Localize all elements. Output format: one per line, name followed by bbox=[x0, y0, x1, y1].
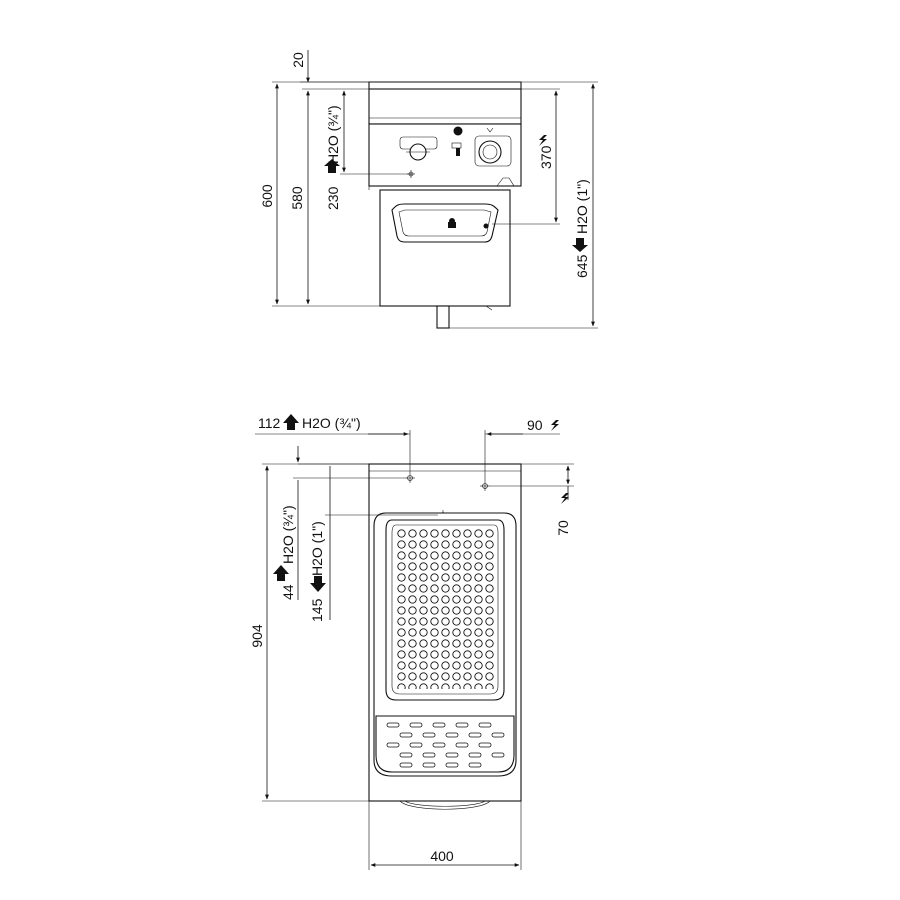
drip-plate-slots bbox=[386, 722, 505, 768]
dim-electric-x: 90 bbox=[527, 417, 543, 433]
water-inlet-marker bbox=[405, 473, 415, 483]
dim-drain-height: 645 bbox=[574, 254, 590, 278]
dim-water-inlet-x: 112 bbox=[258, 415, 281, 431]
dim-width: 400 bbox=[430, 848, 454, 864]
arrow-up-icon bbox=[283, 414, 299, 430]
arrow-up-icon bbox=[324, 159, 340, 173]
top-water-inlet-depth-label: H2O (¾") bbox=[280, 505, 296, 564]
arrow-down-icon bbox=[572, 238, 588, 252]
arrow-up-icon bbox=[273, 565, 289, 581]
dim-electric-depth: 70 bbox=[555, 520, 571, 536]
basket-handle bbox=[391, 203, 499, 243]
dim-depth: 904 bbox=[249, 624, 265, 648]
indicator-light bbox=[453, 126, 463, 136]
electric-marker bbox=[480, 481, 490, 491]
dim-water-inlet-depth: 44 bbox=[280, 584, 296, 600]
dim-total-height: 600 bbox=[259, 184, 275, 208]
drain-pipe bbox=[436, 305, 450, 329]
top-drain-depth-label: H2O (1") bbox=[309, 521, 325, 576]
dim-electric-height: 370 bbox=[538, 145, 554, 169]
arrow-down-icon bbox=[310, 576, 326, 592]
dim-water-inlet-height: 230 bbox=[325, 186, 341, 210]
thermostat-bezel bbox=[474, 135, 512, 167]
worktop-edge bbox=[368, 81, 522, 90]
worktop-rim bbox=[368, 88, 522, 125]
dim-worktop-height: 580 bbox=[289, 186, 305, 210]
top-water-inlet-label: H2O (¾") bbox=[302, 415, 361, 431]
thermometer-icon bbox=[486, 127, 494, 133]
thermostat-knob bbox=[478, 140, 502, 164]
front-view: 20 600 580 230 H2O (¾") 370 645 bbox=[259, 50, 598, 329]
dim-drain-depth: 145 bbox=[309, 598, 325, 622]
drain-label: H2O (1") bbox=[574, 179, 590, 234]
electric-box-marker bbox=[496, 177, 515, 187]
lightning-bolt-icon bbox=[561, 493, 569, 504]
top-view: 112 H2O (¾") 90 70 44 H2O (¾") 145 H2O (… bbox=[249, 414, 574, 870]
dim-top-gap: 20 bbox=[290, 52, 306, 68]
heater-element bbox=[399, 800, 491, 810]
svg-text:230: 230 bbox=[325, 186, 341, 210]
water-inlet-label: H2O (¾") bbox=[325, 105, 341, 164]
basket-perforations bbox=[396, 528, 495, 689]
lightning-bolt-icon bbox=[539, 135, 547, 146]
lightning-bolt-icon bbox=[551, 420, 559, 431]
